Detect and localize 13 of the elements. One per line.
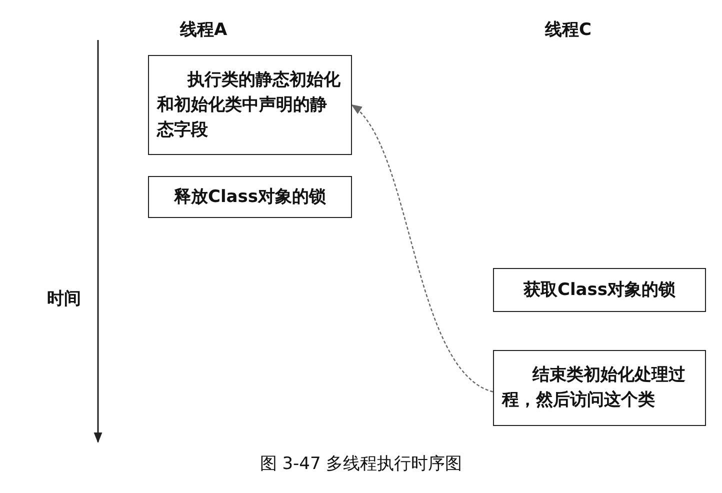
process-box: [493, 350, 706, 426]
arrow: [351, 104, 494, 392]
process-box: [148, 55, 352, 155]
box-text: 执行类的静态初始化和初始化类中声明的静态字段: [157, 68, 342, 142]
box-text: 释放Class对象的锁: [174, 186, 326, 208]
lane-heading: 线程C: [545, 19, 592, 41]
lane-heading: 线程A: [180, 19, 228, 41]
figure-caption: 图 3-47 多线程执行时序图: [258, 453, 464, 475]
process-box: [148, 176, 352, 218]
axis-label: 时间: [47, 288, 81, 310]
box-text: 获取Class对象的锁: [523, 278, 676, 302]
process-box: [493, 268, 706, 312]
box-text: 结束类初始化处理过程，然后访问这个类: [502, 364, 687, 412]
